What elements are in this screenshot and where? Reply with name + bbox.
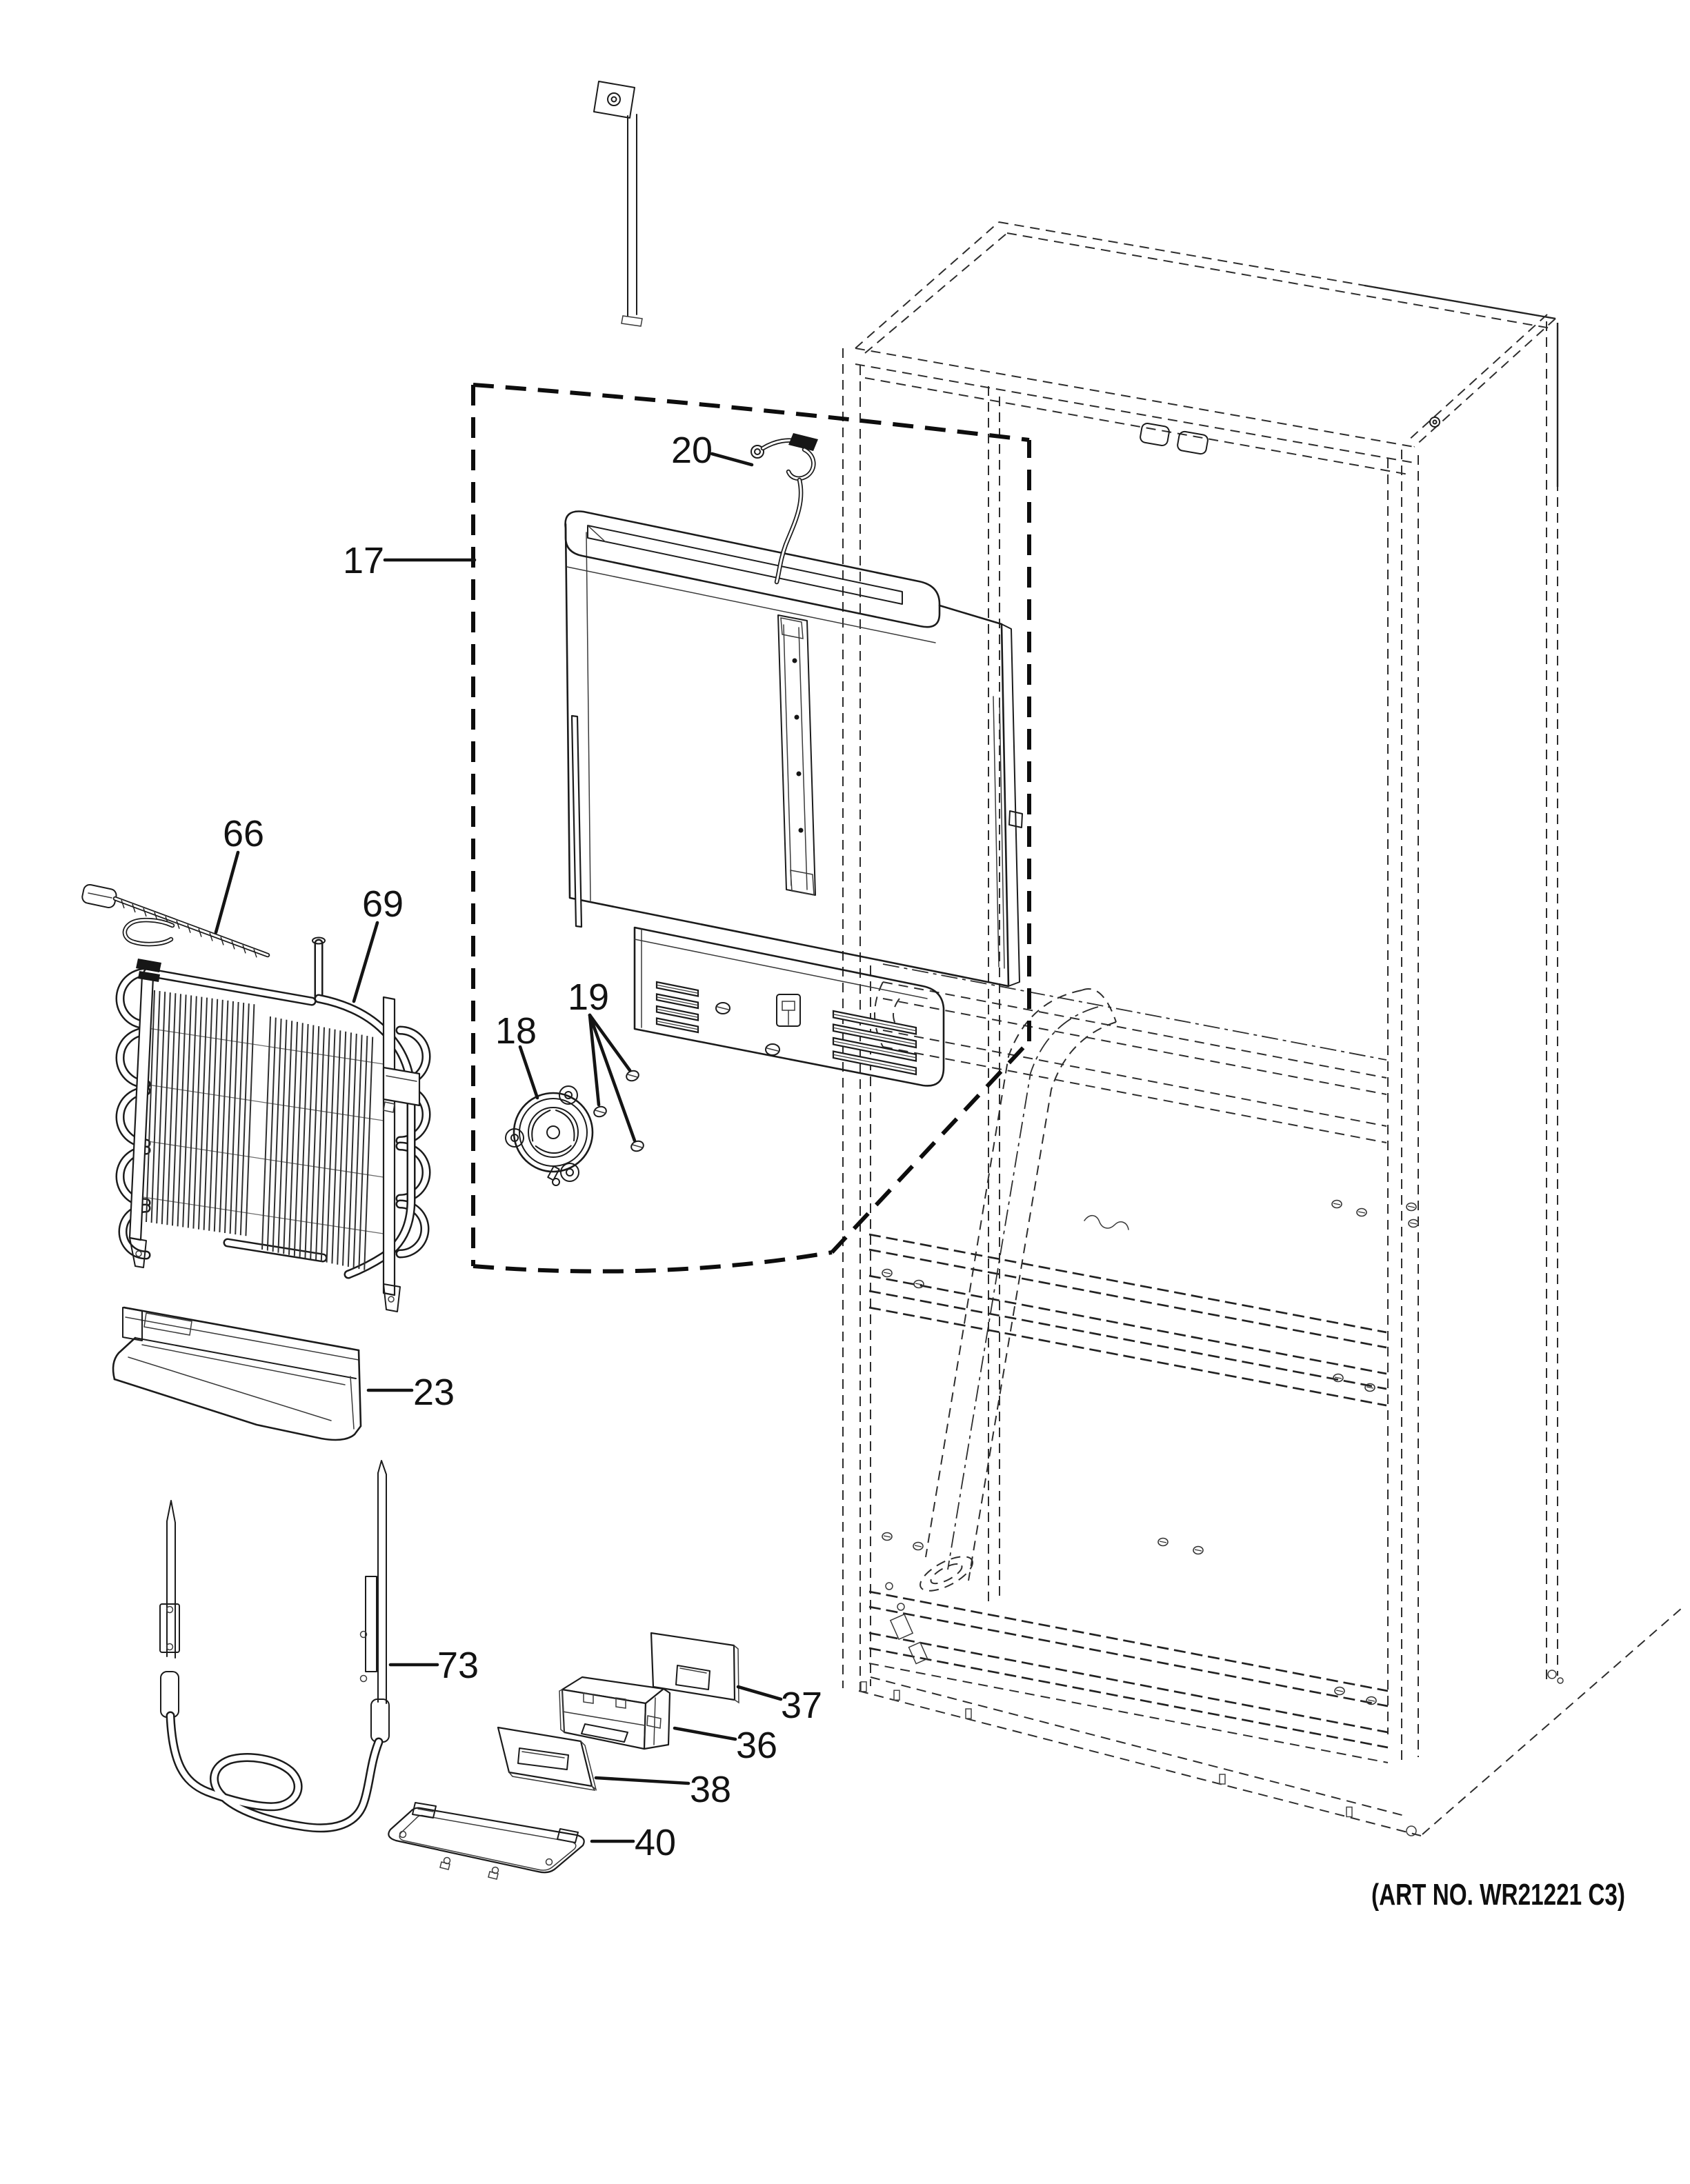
leader-19a (588, 1013, 632, 1072)
screw (626, 1070, 639, 1082)
part-label-36: 36 (736, 1725, 777, 1766)
vent-panel-screws (715, 1002, 780, 1056)
leader-66 (214, 850, 240, 934)
cabinet-vertical-edges (842, 321, 1559, 1763)
leader-lines (214, 452, 783, 1843)
duct-cover-plate-40 (388, 1802, 585, 1880)
water-tube-bracket (593, 81, 643, 327)
damper-rear-plate-37 (650, 1632, 739, 1704)
cover-right-tab (1008, 810, 1023, 828)
defrost-heater-73 (159, 1460, 390, 1833)
lower-vent-panel (633, 926, 945, 1087)
shelf-rail-bands (868, 963, 1389, 1763)
leader-38 (594, 1776, 690, 1785)
fan-mount-ears (505, 1085, 579, 1182)
leader-19b (588, 1013, 601, 1107)
vent-panel-clip (776, 994, 801, 1027)
part-label-17: 17 (343, 540, 384, 581)
leader-36 (673, 1726, 737, 1741)
part-label-40: 40 (635, 1822, 676, 1863)
drain-trough-23 (112, 1306, 362, 1441)
leader-18 (518, 1045, 539, 1100)
art-number: (ART NO. WR21221 C3) (1371, 1878, 1625, 1912)
evaporator-cover-panel (564, 510, 1023, 988)
part-labels: 17 20 19 18 66 69 23 73 37 36 38 40 (223, 430, 822, 1863)
part-label-37: 37 (781, 1685, 822, 1726)
damper-front-plate-38 (497, 1726, 597, 1792)
part-label-23: 23 (413, 1372, 455, 1413)
evaporator-fan-motor (505, 1085, 594, 1186)
leader-37 (736, 1685, 783, 1701)
cabinet-screws (882, 1199, 1419, 1705)
evaporator-coil-69 (115, 936, 431, 1312)
part-label-69: 69 (362, 883, 404, 925)
tubing-clip-20 (750, 433, 818, 585)
leader-69 (352, 921, 379, 1003)
defrost-sensor-66 (81, 883, 270, 958)
part-label-38: 38 (690, 1769, 731, 1810)
cover-left-slot (570, 714, 583, 928)
vent-louvers (655, 981, 917, 1076)
cabinet-wireframe (593, 81, 1682, 1836)
leader-19c (588, 1013, 637, 1143)
cabinet-top-face (855, 221, 1556, 475)
cabinet-feet-tabs (860, 1681, 1353, 1818)
screw (630, 1140, 644, 1152)
part-label-20: 20 (671, 430, 713, 471)
fan-blades (531, 1110, 575, 1154)
heater-left-tube (159, 1500, 180, 1718)
cover-top-trim (564, 510, 941, 643)
air-duct (885, 988, 1129, 1665)
dashed-group-boundary-17 (471, 383, 1031, 1274)
leader-20 (710, 452, 754, 467)
part-label-66: 66 (223, 813, 264, 854)
cover-center-strip (777, 614, 816, 896)
part-label-73: 73 (437, 1645, 479, 1686)
evaporator-fins (146, 990, 374, 1270)
damper-housing-36 (559, 1676, 671, 1750)
part-label-18: 18 (495, 1010, 537, 1052)
cabinet-bottom-edges (858, 1607, 1682, 1836)
mounting-screws-19 (593, 1070, 644, 1152)
part-label-19: 19 (568, 976, 609, 1018)
screw (593, 1105, 607, 1118)
heater-right-tube (359, 1460, 390, 1743)
